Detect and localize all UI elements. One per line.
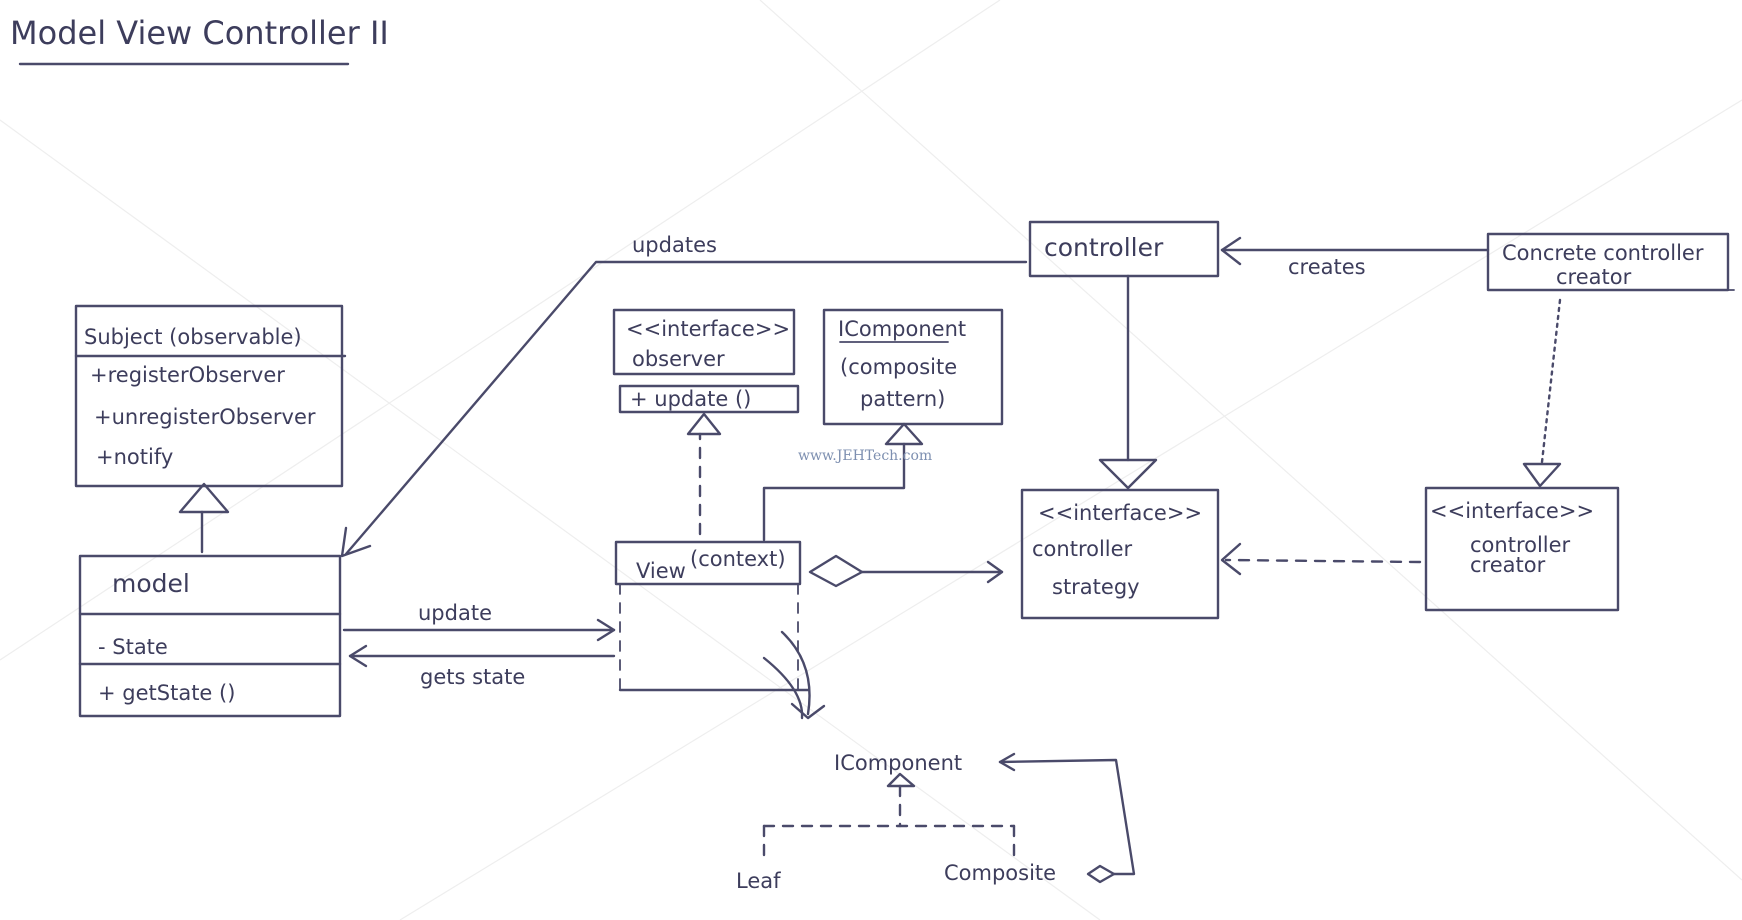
view-realizes-observer-arrow <box>686 412 722 536</box>
strategy-line2: strategy <box>1052 575 1140 599</box>
update-arrow: update <box>342 601 616 642</box>
subject-method-unregister: +unregisterObserver <box>94 405 316 429</box>
model-attribute: - State <box>98 635 168 659</box>
icomponent-box: IComponent (composite pattern) <box>822 308 1004 426</box>
concrete-creator-line1: Concrete controller <box>1502 241 1704 265</box>
subject-name: Subject (observable) <box>84 325 302 349</box>
observer-method: + update () <box>630 387 751 411</box>
composite-composite-label: Composite <box>944 861 1056 885</box>
controller-name: controller <box>1044 233 1164 262</box>
updates-label: updates <box>632 233 717 257</box>
view-realizes-icomponent-arrow <box>762 422 924 542</box>
model-name: model <box>112 569 190 598</box>
watermark: www.JEHTech.com <box>798 448 932 464</box>
observer-stereotype: <<interface>> <box>626 317 790 341</box>
observer-name: observer <box>632 347 725 371</box>
icomponent-box-note-2: pattern) <box>860 387 945 411</box>
composite-self-association <box>998 758 1136 876</box>
view-name: View <box>636 559 686 583</box>
update-label: update <box>418 601 492 625</box>
observer-interface: <<interface>> observer + update () <box>612 308 800 414</box>
composite-aggregation-diamond <box>1086 864 1116 884</box>
creator-uses-strategy-dependency <box>1220 542 1422 576</box>
subject-method-register: +registerObserver <box>90 363 285 387</box>
controller-realizes-strategy-arrow <box>1098 274 1158 490</box>
view-class: View (context) <box>614 540 810 692</box>
composite-component-label: IComponent <box>834 751 962 775</box>
controller-class: controller <box>1028 220 1220 278</box>
strategy-line1: controller <box>1032 537 1133 561</box>
model-method: + getState () <box>98 681 235 705</box>
strategy-stereotype: <<interface>> <box>1038 501 1202 525</box>
updates-association: updates <box>340 233 1028 558</box>
model-class: model - State + getState () <box>78 554 342 718</box>
icomponent-box-name: IComponent <box>838 317 966 341</box>
gets-state-label: gets state <box>420 665 525 689</box>
composite-leaf-label: Leaf <box>736 869 781 893</box>
concrete-creator-class: Concrete controller creator <box>1486 232 1735 292</box>
composite-pattern: IComponent Leaf Composite <box>736 751 1136 893</box>
subject-class: Subject (observable) +registerObserver +… <box>74 304 347 488</box>
concrete-creator-line2: creator <box>1556 265 1632 289</box>
gets-state-arrow: gets state <box>348 644 616 689</box>
creator-stereotype: <<interface>> <box>1430 499 1594 523</box>
creator-line1: controller <box>1470 533 1571 557</box>
view-to-composite-arrow <box>762 630 826 720</box>
view-strategy-aggregation <box>808 554 1004 588</box>
creator-realizes-interface-arrow <box>1522 298 1562 488</box>
strategy-interface: <<interface>> controller strategy <box>1020 488 1220 620</box>
view-context: (context) <box>690 547 786 571</box>
creates-arrow: creates <box>1220 236 1490 279</box>
model-inherits-subject-arrow <box>178 482 230 554</box>
page-title: Model View Controller II <box>10 14 389 52</box>
subject-method-notify: +notify <box>96 445 173 469</box>
creator-line2: creator <box>1470 553 1546 577</box>
icomponent-box-note-1: (composite <box>840 355 957 379</box>
creates-label: creates <box>1288 255 1366 279</box>
creator-interface: <<interface>> controller creator <box>1424 486 1620 612</box>
